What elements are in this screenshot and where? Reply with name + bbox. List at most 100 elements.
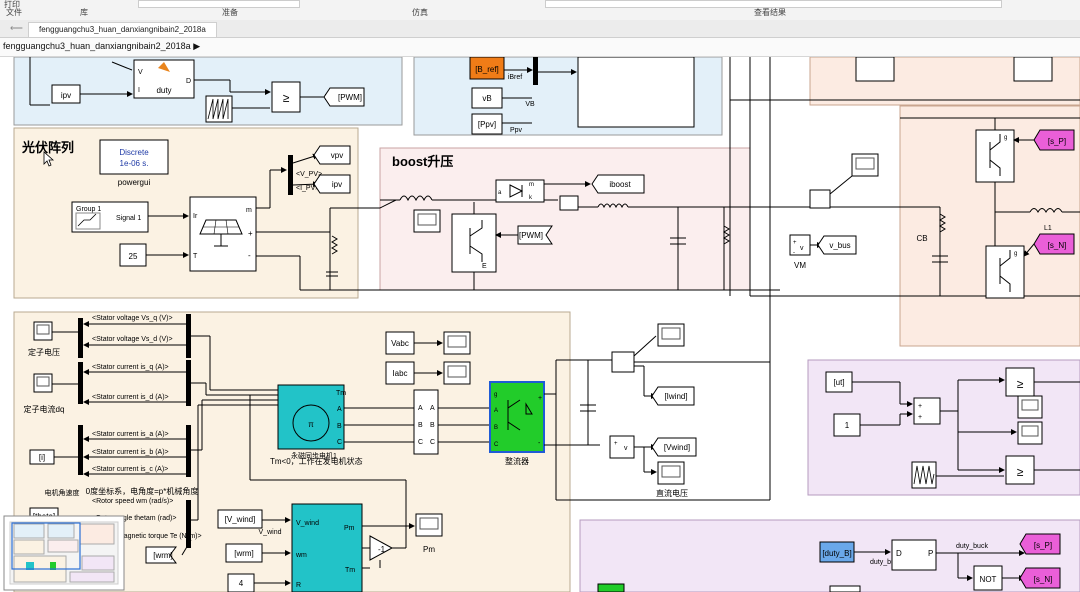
igbt-inverter-bottom[interactable] [985,245,1025,299]
compare-block-1[interactable] [1005,367,1035,397]
current-meas-2[interactable] [809,189,831,209]
const-1[interactable]: 1 [845,421,850,430]
tab-file[interactable]: 文件 [6,8,22,17]
from-iabc[interactable]: Iabc [392,369,407,378]
bus-stator-ic: <Stator current is_c (A)> [92,466,168,473]
block-diagram[interactable]: ipv V I D duty ≥ [PWM] [B_ref] iBref vB … [0,57,1080,592]
from-s-n[interactable]: [s_N] [1048,241,1067,250]
meas-a2: A [430,405,435,412]
igbt-top-right[interactable] [1013,57,1053,82]
goto-vwind[interactable]: [Vwind] [664,443,690,452]
goto-s-p[interactable]: [s_P] [1034,541,1052,550]
port-minus: - [248,251,251,260]
port-plus: + [248,229,253,238]
pwm-blocks: [ut] 1 + + ≥ ≥ [825,367,1080,489]
voltage-meas-wind[interactable] [609,435,635,459]
port-v: V [138,69,143,76]
powergui-label: powergui [118,178,151,187]
label-speed: 电机角速度 [45,488,80,497]
goto-vbus[interactable]: v_bus [829,241,850,250]
goto-ipv[interactable]: ipv [332,180,342,189]
current-meas-wind[interactable] [611,351,635,373]
goto-iwind[interactable]: [Iwind] [664,392,687,401]
machine-icon [292,404,330,442]
goto-vpv[interactable]: vpv [331,151,343,160]
goto-s-n[interactable]: [s_N] [1034,575,1053,584]
model-canvas[interactable]: ipv V I D duty ≥ [PWM] [B_ref] iBref vB … [0,57,1080,592]
rect-port-a: A [494,408,498,414]
battery-controller-block[interactable] [577,57,695,128]
model-overview-thumbnail[interactable] [3,515,125,591]
goto-pwm[interactable]: [PWM] [338,93,362,102]
resistor-icon [331,235,338,255]
measurement-block[interactable] [413,389,439,455]
print-tab[interactable]: 打印 [4,0,20,9]
tab-review-results[interactable]: 查看结果 [754,8,786,17]
const-4[interactable]: 4 [239,579,244,588]
current-meas-block[interactable] [559,195,579,211]
tab-simulation[interactable]: 仿真 [412,8,428,17]
pwm-generator-block[interactable] [891,539,937,571]
meas-c: C [418,439,423,446]
igbt-inverter-top[interactable] [975,129,1015,183]
tab-library[interactable]: 库 [80,8,88,17]
sum-plus-1: + [918,403,922,410]
diode-port-a: a [498,190,502,196]
from-s-p[interactable]: [s_P] [1048,137,1066,146]
diode-block[interactable] [495,179,545,203]
not-block[interactable] [973,565,1003,591]
const-25: 25 [129,252,138,261]
bus-rotor-speed: <Rotor speed wm (rad/s)> [92,498,173,505]
sum-block[interactable] [913,397,941,425]
buck-blocks: [duty_B] duty_buck D P duty_buck [s_P] N… [597,533,1061,592]
partial-block [829,585,861,592]
inductor-icon-2 [597,203,629,209]
viewport-indicator[interactable] [11,522,81,570]
vm-port-minus: - [793,250,795,256]
from-b-ref[interactable]: [B_ref] [475,65,499,74]
compare-block[interactable] [271,81,301,113]
wind-turbine-block[interactable] [291,503,363,592]
from-pwm[interactable]: [PWM] [519,231,543,240]
from-ppv[interactable]: [Ppv] [478,120,496,129]
dc-voltage-label: 直流电压 [656,488,688,498]
port-d: D [186,78,191,85]
pwm-port-p: P [928,549,933,558]
rect-port-g: g [494,392,497,398]
from-ut[interactable]: [ut] [833,378,844,387]
pmsg-port-tm: Tm [336,390,346,397]
from-wrm[interactable]: [wrm] [234,549,254,558]
triangle-icon [913,465,935,485]
breadcrumb-model[interactable]: fengguangchu3_huan_danxiangnibain2_2018a… [3,41,200,52]
rectifier-block[interactable] [489,381,545,453]
from-vb[interactable]: vB [482,94,491,103]
partial-green-block [597,583,625,592]
from-vabc[interactable]: Vabc [391,339,409,348]
from-duty-b[interactable]: [duty_B] [822,549,851,558]
tab-prepare[interactable]: 准备 [222,8,238,17]
document-tab[interactable]: fengguangchu3_huan_danxiangnibain2_2018a [28,22,217,37]
ribbon-field-2 [545,0,1002,8]
goto-i[interactable]: [i] [39,453,45,462]
vmw-plus: + [614,441,618,447]
ribbon-field [138,0,300,8]
igbt-top-left[interactable] [855,57,895,82]
demux-bar [288,155,293,195]
pwm-port-d: D [896,549,902,558]
from-ipv[interactable]: ipv [61,91,71,100]
igbt-boost-block[interactable] [451,213,497,273]
back-icon[interactable]: ⟵ [10,23,23,33]
pmsg-block[interactable] [277,384,345,450]
label-v-wind: V_wind [259,529,282,536]
from-v-wind[interactable]: [V_wind] [225,515,256,524]
meas-a: A [418,405,423,412]
goto-wrm[interactable]: [wrm] [153,551,173,560]
label-ibref: iBref [508,74,522,81]
ge1-label: ≥ [1017,377,1024,391]
powergui-block[interactable] [99,139,169,175]
goto-iboost[interactable]: iboost [609,180,631,189]
pv-blocks: 光伏阵列 Discrete 1e-06 s. powergui Group 1 … [21,139,380,291]
rectifier-label: 整流器 [505,456,529,466]
inductor-icon [399,195,433,202]
bus-stator-id: <Stator current is_d (A)> [92,394,169,401]
